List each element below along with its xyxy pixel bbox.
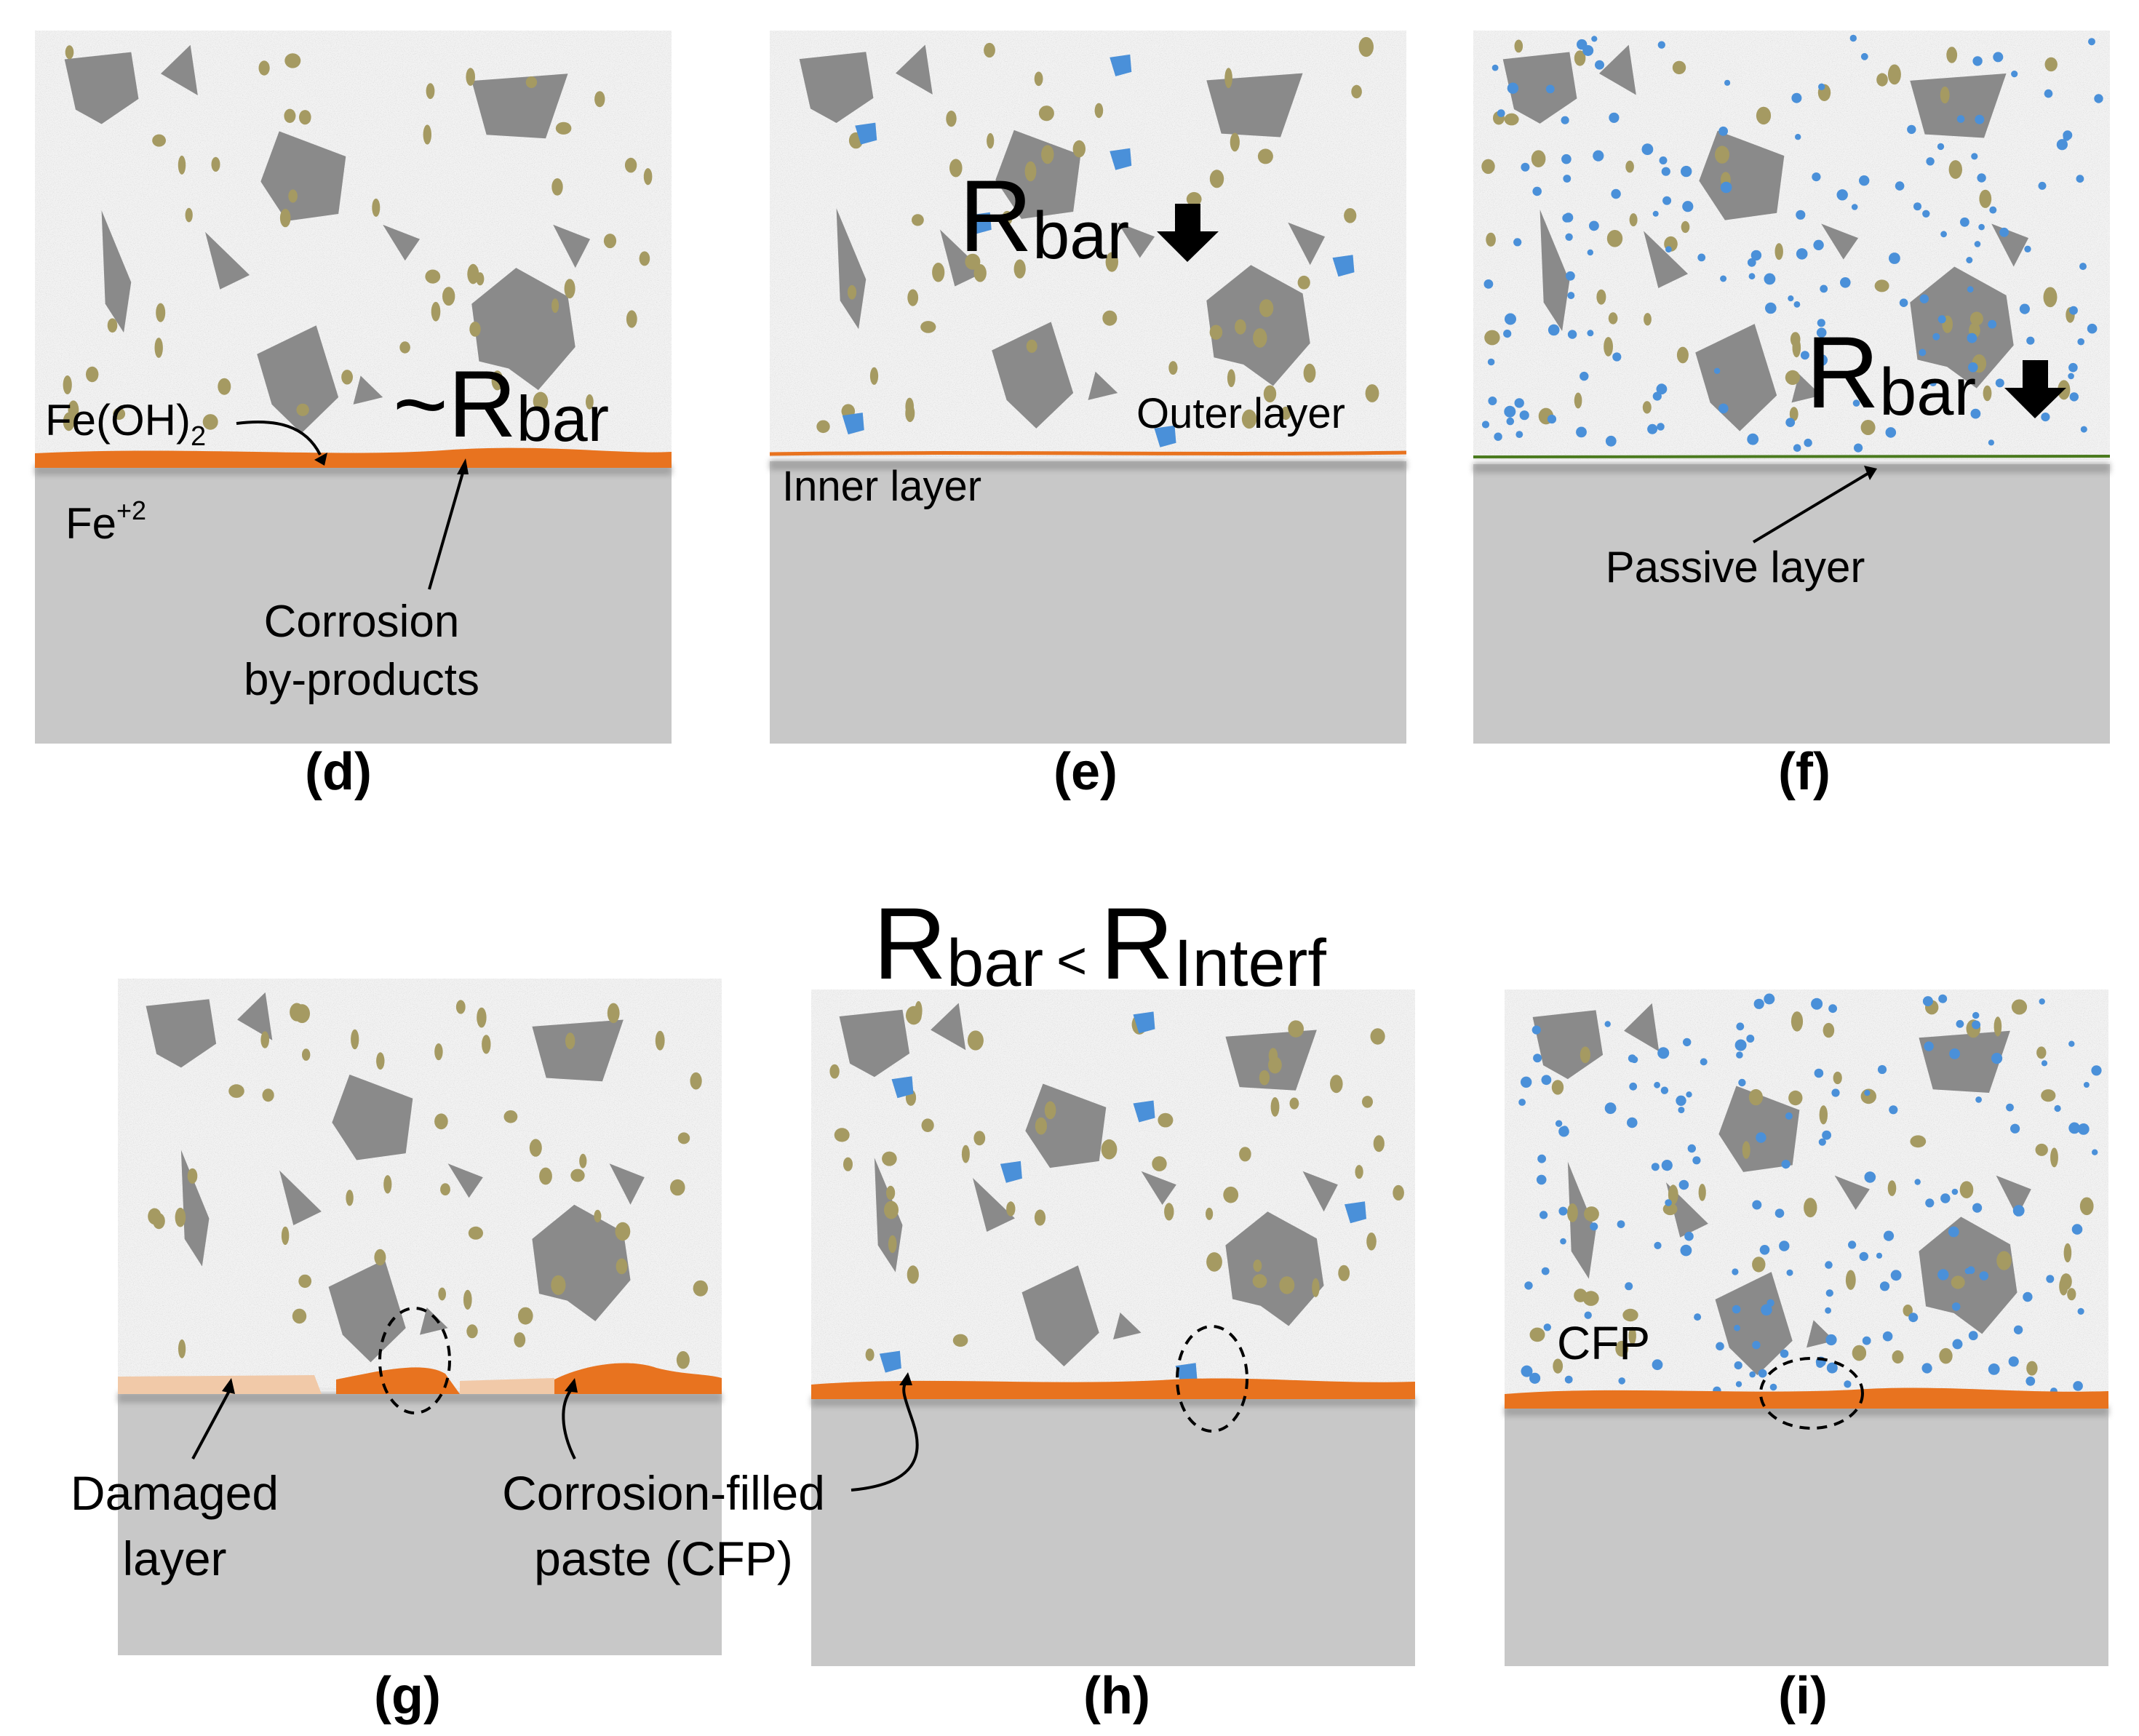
cfp-arrowhead bbox=[565, 1378, 578, 1393]
damaged-layer bbox=[118, 1375, 322, 1394]
sand-grains bbox=[148, 1000, 708, 1369]
highlight-circle bbox=[1759, 1357, 1864, 1430]
down-arrow-icon bbox=[2004, 360, 2066, 418]
chloride-ions bbox=[842, 54, 1355, 447]
steel-rebar bbox=[811, 1398, 1415, 1666]
passive-arrowhead bbox=[1864, 466, 1877, 480]
panel-h-annotations bbox=[1176, 1325, 1248, 1433]
rbar-lt-rinterf-label: Rbar<RInterf bbox=[873, 886, 1326, 1000]
feoh2-arrowhead bbox=[314, 453, 327, 466]
cfp-arrow bbox=[562, 1388, 576, 1460]
corrosion-layer bbox=[336, 1367, 460, 1394]
damaged-arrowhead bbox=[222, 1378, 235, 1394]
caption-i: (i) bbox=[1778, 1667, 1828, 1725]
corrosion-filled-paste bbox=[811, 1378, 1415, 1399]
outer-layer-label: Outer layer bbox=[1136, 390, 1345, 437]
sand-grains bbox=[1529, 999, 2094, 1376]
passive-film bbox=[1473, 455, 2111, 458]
damaged-arrow bbox=[191, 1390, 231, 1460]
corrosion-byproducts-label-2: by-products bbox=[244, 655, 479, 705]
e-rbar-label: Rbar bbox=[959, 159, 1129, 273]
panel-f-annotations: Rbar Passive layer bbox=[1606, 315, 2066, 592]
d-rbar-label: ~Rbar bbox=[393, 351, 609, 457]
panel-g bbox=[118, 979, 722, 1655]
rebar-surface-shadow bbox=[118, 1393, 722, 1403]
sand-grains bbox=[829, 1000, 1404, 1361]
panel-d-annotations: Fe(OH)2 ~Rbar Fe+2 Corrosion by-products bbox=[45, 351, 609, 705]
panel-g-annotations: Damaged layer Corrosion-filled paste (CF… bbox=[71, 1307, 919, 1585]
steel-rebar bbox=[1473, 464, 2110, 744]
damaged-layer-label-2: layer bbox=[122, 1532, 226, 1585]
chloride-ions bbox=[1518, 993, 2102, 1395]
steel-rebar bbox=[1505, 1407, 2108, 1666]
damaged-layer bbox=[460, 1378, 554, 1394]
sand-grains bbox=[816, 36, 1379, 434]
corrosion-filled-paste bbox=[1505, 1387, 2108, 1409]
panel-h bbox=[811, 990, 1415, 1666]
caption-e: (e) bbox=[1053, 743, 1118, 801]
corrosion-layer bbox=[35, 447, 672, 468]
corrosion-byproducts-label-1: Corrosion bbox=[264, 597, 460, 647]
steel-rebar bbox=[35, 466, 672, 744]
corrosion-arrow bbox=[428, 472, 464, 590]
cfp-label-2: paste (CFP) bbox=[534, 1532, 793, 1585]
fe-ion-label: Fe+2 bbox=[65, 495, 146, 548]
caption-h: (h) bbox=[1083, 1667, 1150, 1725]
passive-layer-label: Passive layer bbox=[1606, 543, 1865, 592]
oxide-film bbox=[769, 450, 1407, 456]
passive-arrow bbox=[1752, 470, 1873, 544]
panel-i-annotations: CFP bbox=[1557, 1317, 1864, 1430]
panel-e-annotations: Rbar Outer layer Inner layer bbox=[782, 159, 1345, 510]
caption-f: (f) bbox=[1778, 743, 1831, 801]
highlight-circle bbox=[378, 1307, 451, 1414]
damaged-layer-label-1: Damaged bbox=[71, 1466, 279, 1520]
feoh2-arrow bbox=[236, 420, 322, 455]
cfp-h-arrow bbox=[851, 1381, 919, 1492]
caption-d: (d) bbox=[305, 743, 372, 801]
down-arrow-icon bbox=[1157, 204, 1219, 262]
chloride-ions bbox=[879, 1011, 1366, 1385]
chloride-ions bbox=[1481, 34, 2103, 453]
panel-i bbox=[1505, 990, 2108, 1666]
corrosion-arrowhead bbox=[457, 458, 469, 474]
feoh2-label: Fe(OH)2 bbox=[45, 396, 206, 452]
corrosion-layer bbox=[554, 1363, 722, 1394]
rebar-surface-shadow bbox=[1473, 463, 2110, 473]
sand-grains bbox=[63, 45, 653, 431]
panel-e bbox=[769, 31, 1407, 744]
cfp-h-arrowhead bbox=[899, 1372, 912, 1385]
inner-layer-label: Inner layer bbox=[782, 463, 981, 510]
steel-rebar bbox=[770, 461, 1406, 744]
steel-rebar bbox=[118, 1394, 722, 1655]
panel-d bbox=[35, 31, 672, 744]
f-rbar-label: Rbar bbox=[1806, 315, 1976, 429]
cfp-i-label: CFP bbox=[1557, 1317, 1650, 1369]
highlight-circle bbox=[1176, 1325, 1248, 1433]
rebar-surface-shadow bbox=[770, 460, 1406, 470]
caption-g: (g) bbox=[374, 1667, 441, 1725]
cfp-label-1: Corrosion-filled bbox=[502, 1466, 825, 1520]
panel-f bbox=[1473, 31, 2111, 744]
